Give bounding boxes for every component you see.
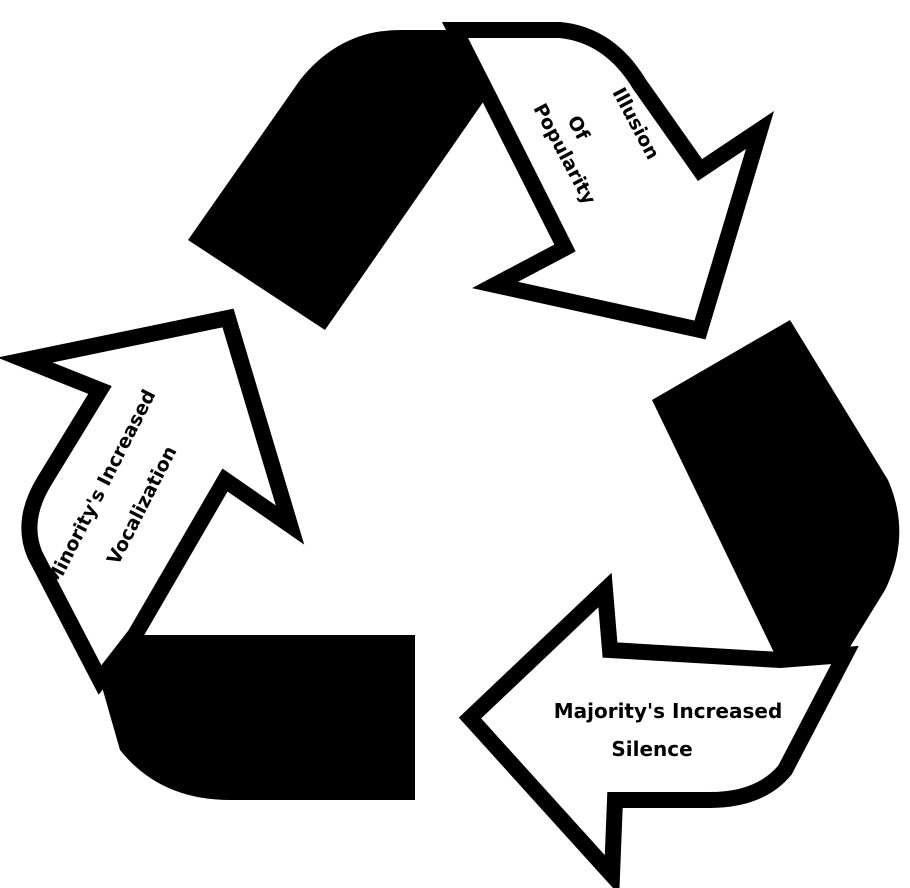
band-left [100,635,415,800]
band-top [188,30,488,330]
arrow-silence [458,572,859,888]
arrow-illusion [441,22,775,340]
label-silence-line-2: Silence [611,737,692,761]
label-silence-1: Majority's Increased [554,699,783,723]
segment-illusion: Illusion Of Popularity [188,22,775,340]
label-silence-line-1: Majority's Increased [554,699,783,723]
segment-vocalization: Minority's Increased Vocalization [0,308,415,800]
label-silence-2: Silence [611,737,692,761]
segment-silence: Majority's Increased Silence [458,320,900,888]
arrow-vocalization [0,308,305,695]
band-right [652,320,900,665]
